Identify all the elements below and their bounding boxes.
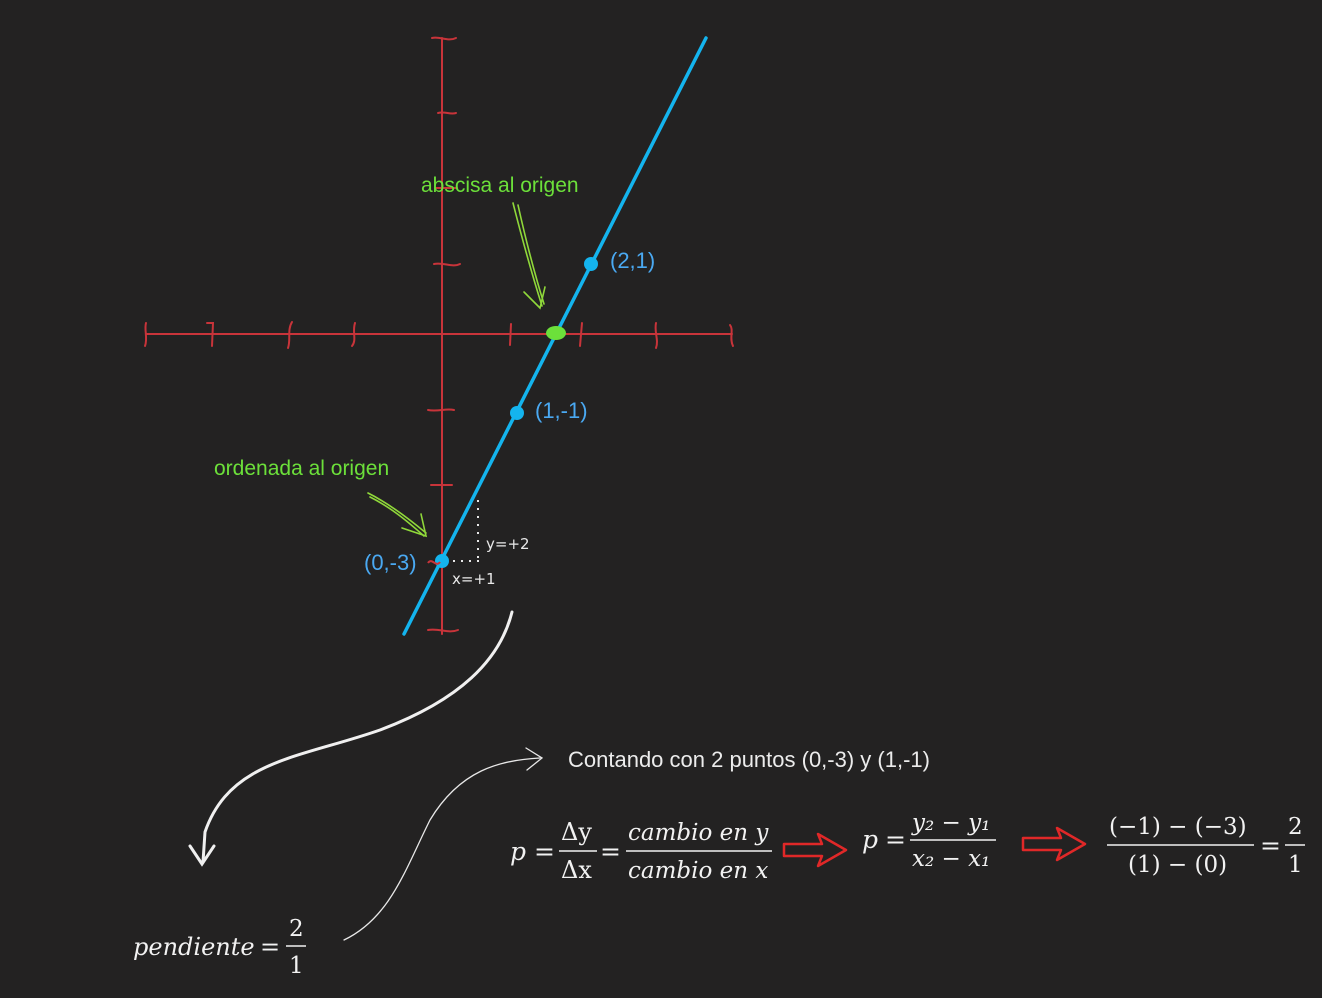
formula-y2-y1: y₂ − y₁ <box>911 810 990 836</box>
pendiente-num: 2 <box>289 916 304 942</box>
dx-label: x=+1 <box>452 570 496 588</box>
point-label-2-1: (2,1) <box>610 248 655 273</box>
formula-x2-x1: x₂ − x₁ <box>912 846 990 872</box>
x-axis-tick <box>144 322 148 347</box>
point-2-1 <box>584 257 598 271</box>
formula-eq-2: = <box>600 837 621 866</box>
x-axis-tick <box>654 322 658 349</box>
formula-delta-x: Δx <box>561 856 592 884</box>
ordenada-label: ordenada al origen <box>214 457 389 480</box>
pendiente-expression: pendiente = 2 1 <box>133 916 306 979</box>
formula-den-values: (1) − (0) <box>1128 852 1227 878</box>
point-0-neg3 <box>435 554 449 568</box>
x-axis-tick <box>351 322 356 347</box>
x-axis-tick <box>206 322 215 347</box>
abscisa-arrow <box>512 202 546 310</box>
formula-delta-y: Δy <box>561 818 592 846</box>
contando-text: Contando con 2 puntos (0,-3) y (1,-1) <box>568 747 930 772</box>
point-1-neg1 <box>510 406 524 420</box>
formula-cambio-y: cambio en y <box>628 820 769 846</box>
x-axis-tick <box>287 321 293 349</box>
result-den: 1 <box>1288 852 1303 878</box>
red-arrow-icon <box>782 832 848 868</box>
y-axis-tick <box>427 628 459 633</box>
formula-cambio-x: cambio en x <box>628 858 768 884</box>
formula-p-2: p <box>862 825 878 854</box>
x-intercept-marker <box>546 326 566 340</box>
point-label-1-neg1: (1,-1) <box>535 398 588 423</box>
origin-red-mark <box>427 560 441 565</box>
pendiente-eq: = <box>260 933 280 961</box>
x-axis-tick <box>509 323 512 346</box>
abscisa-label: abscisa al origen <box>421 174 579 197</box>
result-num: 2 <box>1288 814 1303 840</box>
formula-eq-4: = <box>1260 831 1281 860</box>
y-axis-tick <box>437 111 457 115</box>
formula-eq-3: = <box>885 825 906 854</box>
x-axis-tick <box>729 324 734 347</box>
slope-triangle <box>445 500 479 562</box>
formula-p: p <box>510 837 526 866</box>
formula-num-values: (−1) − (−3) <box>1109 814 1247 840</box>
curved-arrow-down <box>188 610 514 867</box>
y-axis-tick <box>427 408 455 412</box>
red-arrow-icon <box>1021 826 1087 862</box>
x-axis-tick <box>579 322 583 347</box>
thin-arrow-right <box>343 747 544 941</box>
formula-eq: = <box>534 837 555 866</box>
pendiente-label: pendiente <box>133 933 255 961</box>
y-axis-tick <box>431 36 457 41</box>
pendiente-den: 1 <box>289 953 304 979</box>
point-label-0-neg3: (0,-3) <box>364 550 417 575</box>
dy-label: y=+2 <box>486 535 530 553</box>
y-axis-tick <box>433 262 461 267</box>
ordenada-arrow <box>367 492 428 538</box>
slope-formula: p = Δy Δx = cambio en y cambio en x p = … <box>510 810 1305 884</box>
axes <box>144 36 734 635</box>
